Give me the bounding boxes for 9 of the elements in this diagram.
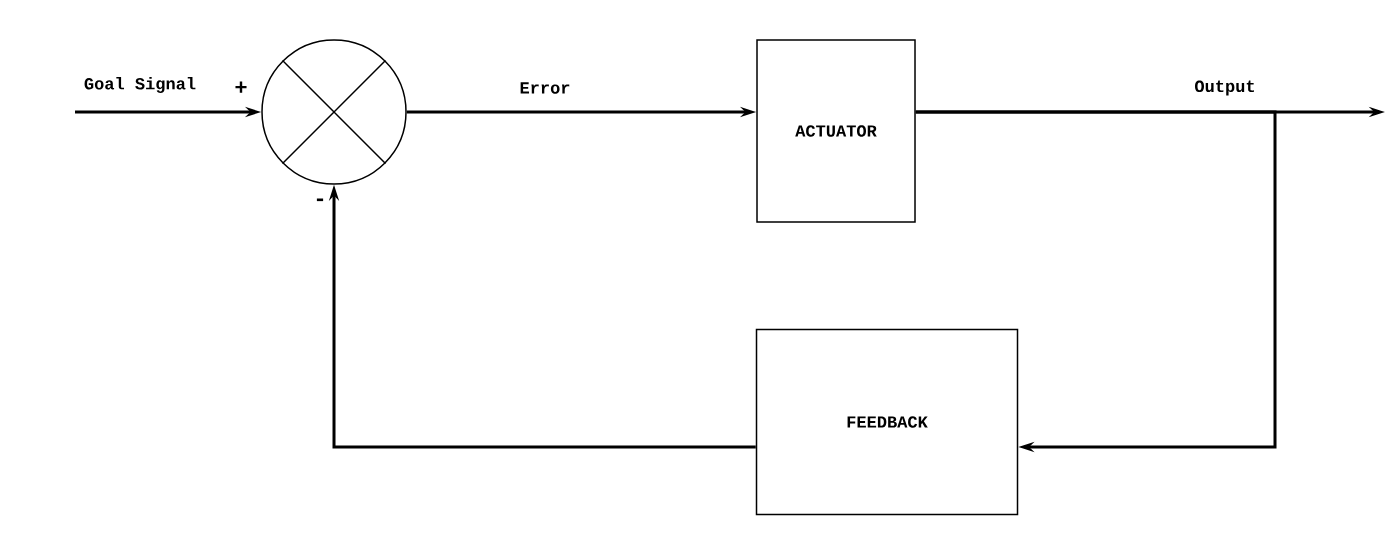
process-box: ACTUATOR xyxy=(756,39,916,223)
edge-label: Output xyxy=(1195,80,1254,96)
arrow xyxy=(915,110,1277,453)
sign-label: - xyxy=(316,198,324,202)
summing-junction xyxy=(261,39,407,185)
sign-label: + xyxy=(235,81,247,93)
edge-label: Error xyxy=(520,82,570,94)
process-box: FEEDBACK xyxy=(755,328,1019,516)
edge-label: Goal Signal xyxy=(84,77,196,93)
